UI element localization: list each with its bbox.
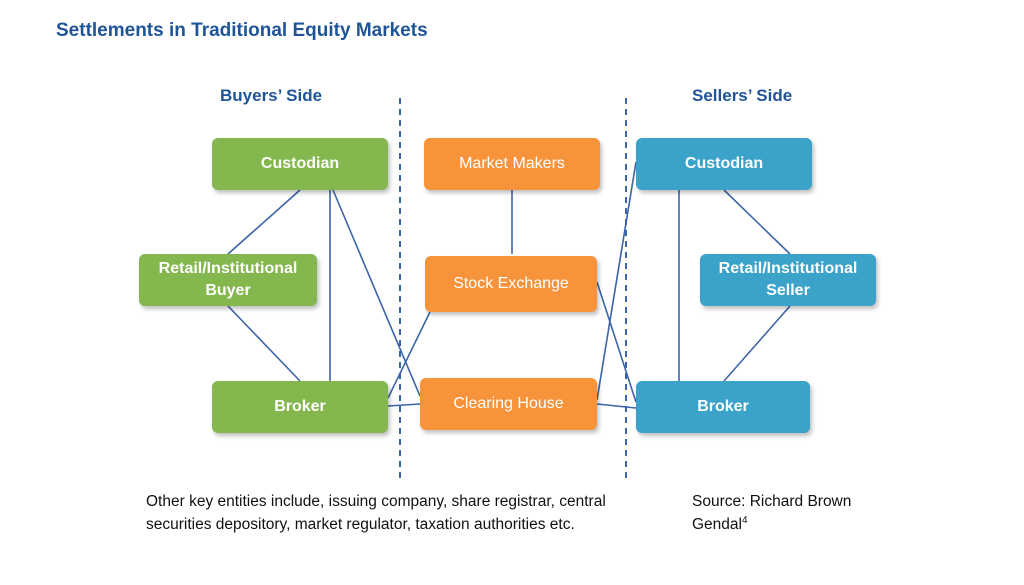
footnote-text: Other key entities include, issuing comp… <box>146 493 606 533</box>
link-seller-custodian-seller <box>723 189 791 255</box>
retail-institutional-seller-box: Retail/Institutional Seller <box>700 254 876 306</box>
page-title: Settlements in Traditional Equity Market… <box>56 20 428 41</box>
buyer-broker-box: Broker <box>212 381 388 433</box>
link-custodian-buyer <box>227 189 301 255</box>
link-clearing-seller-custodian <box>596 161 637 401</box>
stock-exchange-box: Stock Exchange <box>425 256 597 312</box>
link-broker-clearing-a <box>387 403 421 407</box>
link-clearing-seller-broker <box>596 403 637 409</box>
seller-custodian-box: Custodian <box>636 138 812 190</box>
link-broker-clearing-b <box>387 311 431 399</box>
link-seller-seller-broker <box>723 305 791 382</box>
sellers-side-header: Sellers’ Side <box>692 86 793 105</box>
link-exchange-seller-broker <box>596 281 637 403</box>
clearing-house-box: Clearing House <box>420 378 597 430</box>
source-superscript: 4 <box>741 514 748 526</box>
buyers-side-header: Buyers’ Side <box>220 86 323 105</box>
link-custodian-clearing <box>332 189 421 397</box>
source-text: Source: Richard Brown Gendal <box>692 493 852 533</box>
retail-institutional-buyer-box: Retail/Institutional Buyer <box>139 254 317 306</box>
link-buyer-broker <box>227 305 301 382</box>
source-citation: Source: Richard Brown Gendal4 <box>692 490 902 536</box>
seller-broker-box: Broker <box>636 381 810 433</box>
buyer-custodian-box: Custodian <box>212 138 388 190</box>
market-makers-box: Market Makers <box>424 138 600 190</box>
